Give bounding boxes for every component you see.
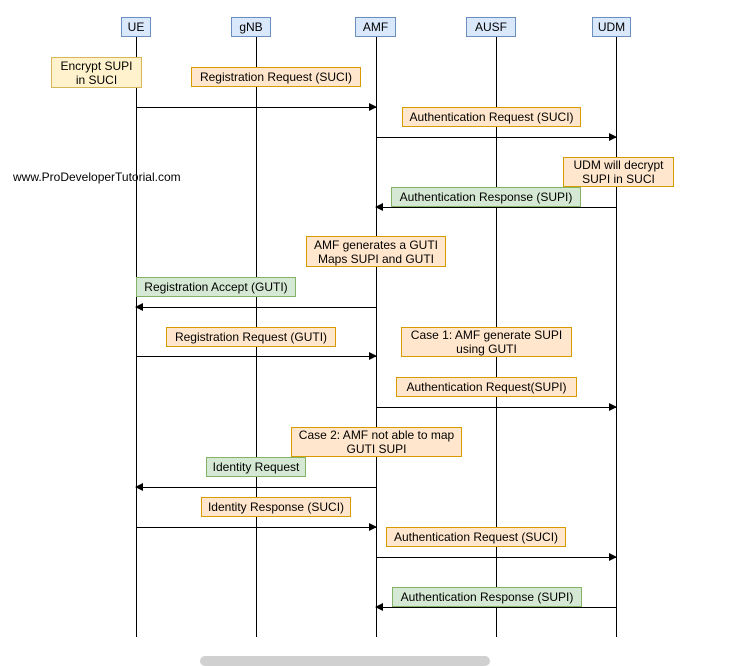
- arrowhead-right-icon: [369, 352, 377, 360]
- arrow-ue-to-amf-identity-response: [136, 523, 377, 531]
- label-registration-request-guti: Registration Request (GUTI): [166, 327, 336, 347]
- arrowhead-right-icon: [609, 553, 617, 561]
- horizontal-scrollbar[interactable]: [200, 656, 490, 666]
- arrowhead-right-icon: [369, 523, 377, 531]
- arrow-udm-to-amf-auth-response-2: [375, 603, 616, 611]
- label-authentication-response-supi-2: Authentication Response (SUPI): [392, 587, 582, 607]
- lifeline-amf: [376, 37, 377, 637]
- arrowhead-right-icon: [609, 133, 617, 141]
- note-amf-generates-guti: AMF generates a GUTI Maps SUPI and GUTI: [306, 236, 446, 267]
- label-identity-response-suci: Identity Response (SUCI): [201, 497, 351, 517]
- note-udm-decrypt: UDM will decrypt SUPI in SUCI: [563, 157, 674, 187]
- note-case-1: Case 1: AMF generate SUPI using GUTI: [401, 327, 572, 357]
- label-identity-request: Identity Request: [206, 457, 306, 477]
- lifeline-udm: [616, 37, 617, 637]
- lifeline-header-amf: AMF: [355, 17, 396, 37]
- arrowhead-left-icon: [135, 483, 143, 491]
- arrow-amf-to-udm-auth-supi: [376, 403, 617, 411]
- arrowhead-left-icon: [375, 603, 383, 611]
- arrow-amf-to-udm-auth-suci-2: [376, 553, 617, 561]
- arrow-amf-to-udm-auth-suci-1: [376, 133, 617, 141]
- watermark-text: www.ProDeveloperTutorial.com: [13, 170, 181, 184]
- arrowhead-left-icon: [135, 303, 143, 311]
- label-authentication-request-suci-1: Authentication Request (SUCI): [402, 107, 581, 127]
- arrowhead-left-icon: [375, 203, 383, 211]
- arrow-ue-to-amf-registration-guti: [136, 352, 377, 360]
- note-case-2: Case 2: AMF not able to map GUTI SUPI: [291, 427, 462, 457]
- label-authentication-response-supi-1: Authentication Response (SUPI): [391, 187, 581, 207]
- arrow-ue-to-amf-registration-suci: [136, 103, 377, 111]
- lifeline-ue: [136, 37, 137, 637]
- label-registration-request-suci: Registration Request (SUCI): [191, 67, 361, 87]
- arrowhead-right-icon: [369, 103, 377, 111]
- lifeline-header-udm: UDM: [592, 17, 631, 37]
- arrowhead-right-icon: [609, 403, 617, 411]
- label-authentication-request-suci-2: Authentication Request (SUCI): [386, 527, 566, 547]
- note-encrypt-supi: Encrypt SUPI in SUCI: [51, 57, 142, 88]
- label-registration-accept-guti: Registration Accept (GUTI): [136, 277, 296, 297]
- lifeline-header-ue: UE: [121, 17, 151, 37]
- lifeline-header-ausf: AUSF: [466, 17, 516, 37]
- label-authentication-request-supi: Authentication Request(SUPI): [396, 377, 577, 397]
- lifeline-header-gnb: gNB: [231, 17, 271, 37]
- arrow-amf-to-ue-identity-request: [135, 483, 376, 491]
- arrow-udm-to-amf-auth-response-1: [375, 203, 616, 211]
- arrow-amf-to-ue-registration-accept: [135, 303, 376, 311]
